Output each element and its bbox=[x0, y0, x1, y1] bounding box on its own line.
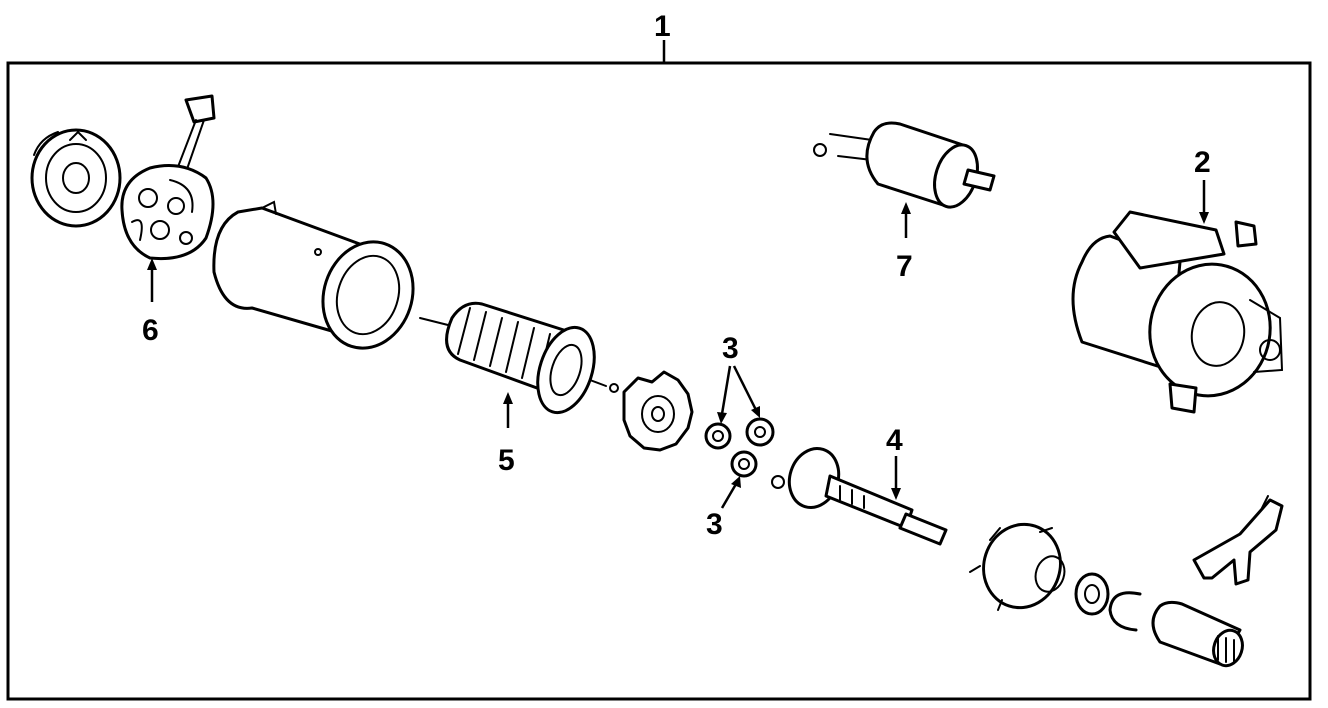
field-housing bbox=[212, 200, 415, 350]
callout-3-upper: 3 bbox=[722, 332, 739, 365]
callout-7: 7 bbox=[896, 250, 913, 283]
thrust-washer bbox=[1074, 572, 1110, 616]
assembly-frame bbox=[6, 61, 1312, 701]
planet-gear-1 bbox=[704, 422, 732, 450]
brush-holder bbox=[120, 94, 216, 261]
callout-3-upper-arrowhead-right bbox=[751, 406, 760, 418]
retaining-clip bbox=[1108, 591, 1142, 632]
callout-4-arrowhead bbox=[891, 488, 901, 500]
callout-4: 4 bbox=[886, 424, 903, 457]
callout-2: 2 bbox=[1194, 146, 1211, 179]
callout-6-arrowhead bbox=[147, 258, 157, 270]
callout-7-arrowhead bbox=[901, 202, 911, 214]
callout-5: 5 bbox=[498, 444, 515, 477]
callout-3-lower-arrowhead bbox=[731, 476, 741, 488]
callout-2-arrowhead bbox=[1199, 212, 1209, 224]
callout-3-lower-leader bbox=[720, 483, 738, 509]
armature bbox=[419, 301, 619, 415]
starter-motor-assembly bbox=[1071, 210, 1284, 414]
callout-3-upper-leader-left bbox=[720, 365, 732, 415]
planet-gear-3 bbox=[730, 450, 758, 478]
output-shaft-assembly bbox=[771, 447, 948, 546]
shift-lever bbox=[1192, 495, 1284, 586]
callout-1: 1 bbox=[654, 10, 671, 43]
drive-pinion bbox=[1151, 600, 1244, 668]
callout-3-lower: 3 bbox=[706, 508, 723, 541]
end-cover-plate bbox=[30, 128, 122, 228]
callout-3-upper-leader-right bbox=[732, 365, 758, 411]
starter-solenoid bbox=[813, 121, 996, 209]
planetary-ring-gear bbox=[622, 370, 694, 452]
callout-6: 6 bbox=[142, 314, 159, 347]
callout-3-upper-arrowhead-left bbox=[717, 412, 727, 424]
planet-gear-2 bbox=[745, 417, 775, 447]
callout-5-arrowhead bbox=[503, 392, 513, 404]
drive-end-housing bbox=[969, 522, 1066, 611]
